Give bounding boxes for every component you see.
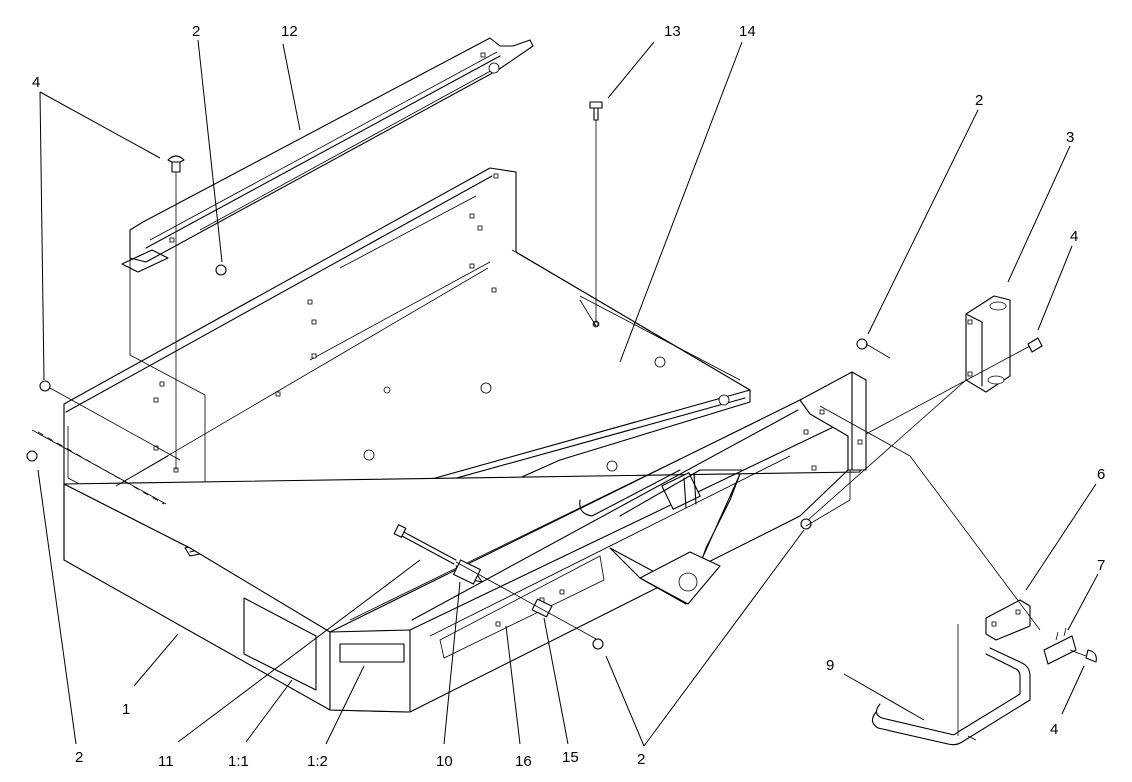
part-16-rail <box>429 455 791 637</box>
callout-4-topleft: 4 <box>32 74 40 91</box>
part-12-top-rail <box>121 37 534 505</box>
part-1-frame <box>63 167 867 713</box>
callout-2-right: 2 <box>975 92 983 109</box>
part-7-plate <box>1043 627 1077 665</box>
part-13-bolt <box>589 101 603 327</box>
callout-2-left: 2 <box>75 749 83 766</box>
hardware-fasteners <box>26 155 1097 663</box>
callout-13: 13 <box>664 23 681 40</box>
callout-12: 12 <box>281 23 298 40</box>
part-15-spacer <box>531 598 553 618</box>
callout-leaders <box>37 39 1099 747</box>
part-10-spacer <box>453 559 483 585</box>
callout-7: 7 <box>1097 557 1105 574</box>
part-11-bolt <box>393 524 599 641</box>
callout-labels: 2 12 4 13 14 2 3 4 6 7 9 4 1 2 11 1:1 1:… <box>32 23 1105 770</box>
callout-1-1: 1:1 <box>228 753 249 770</box>
assembly-lines <box>31 299 1041 631</box>
callout-4-right: 4 <box>1070 228 1078 245</box>
callout-4-bottomright: 4 <box>1050 721 1058 738</box>
callout-6: 6 <box>1097 466 1105 483</box>
part-6-latch <box>985 599 1031 641</box>
callout-10: 10 <box>436 753 453 770</box>
part-3-bracket <box>965 295 1011 393</box>
callout-2-bottom: 2 <box>637 751 645 768</box>
callout-1-2: 1:2 <box>307 753 328 770</box>
part-1-1-decal <box>243 597 317 691</box>
callout-9: 9 <box>826 657 834 674</box>
callout-1: 1 <box>122 701 130 718</box>
callout-15: 15 <box>562 749 579 766</box>
part-1-2-decal <box>339 643 405 663</box>
callout-2-top: 2 <box>192 23 200 40</box>
callout-11: 11 <box>158 753 174 770</box>
handle-bracket <box>579 469 743 605</box>
callout-3: 3 <box>1066 129 1074 146</box>
callout-16: 16 <box>515 753 532 770</box>
callout-14: 14 <box>739 23 756 40</box>
part-9-handle <box>871 624 1031 746</box>
